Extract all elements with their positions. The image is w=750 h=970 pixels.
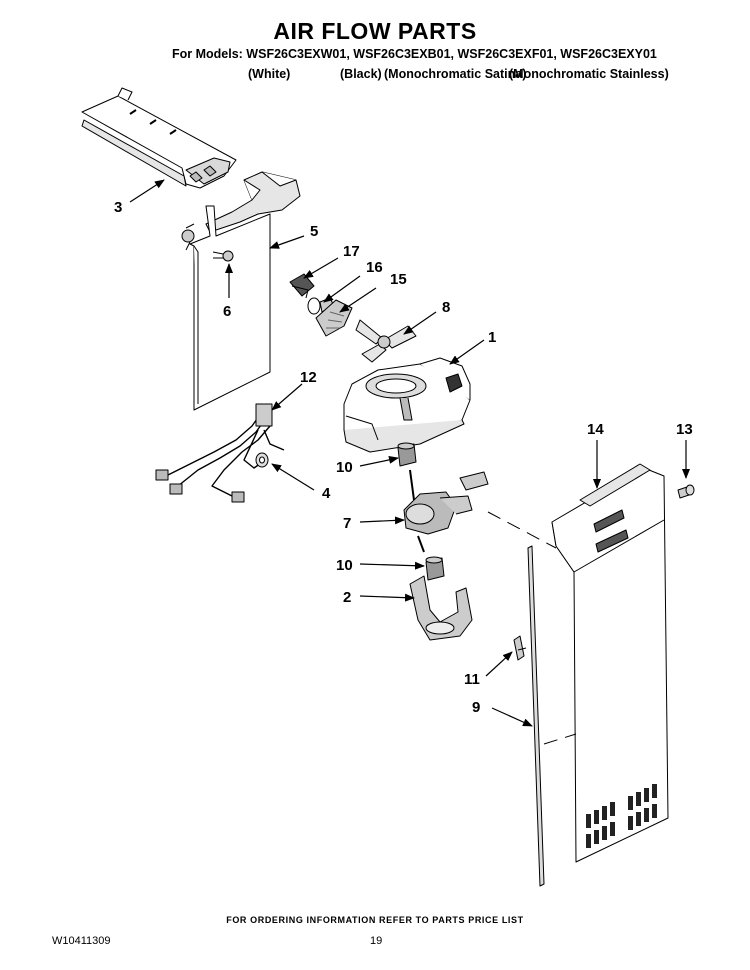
fan-blade-part: [355, 319, 417, 363]
variant-monochromatic-stainless: (Monochromatic Stainless): [509, 67, 669, 81]
grommet-part: [255, 452, 269, 468]
air-tower-panel-part: [551, 463, 669, 863]
callout-9: 9: [472, 699, 480, 716]
motor-grommet-lower-part: [425, 556, 445, 581]
gasket-strip-part: [527, 545, 545, 887]
motor-grommet-upper-part: [397, 442, 417, 467]
alignment-guides: [487, 511, 577, 745]
callout-7: 7: [343, 515, 351, 532]
page-number: 19: [370, 935, 383, 947]
callout-8: 8: [442, 299, 450, 316]
variant-white: (White): [248, 67, 291, 81]
models-line: For Models: WSF26C3EXW01, WSF26C3EXB01, …: [172, 47, 657, 61]
callout-5: 5: [310, 223, 318, 240]
callout-16: 16: [366, 259, 383, 276]
ordering-note: FOR ORDERING INFORMATION REFER TO PARTS …: [226, 915, 524, 925]
wire-harness-part: [155, 403, 285, 503]
callout-10-upper: 10: [336, 459, 353, 476]
callout-14: 14: [587, 421, 604, 438]
variant-black: (Black): [340, 67, 382, 81]
fan-housing-part: [343, 357, 471, 453]
screw-6-part: [181, 223, 234, 262]
variant-monochromatic-satina: (Monochromatic Satina): [384, 67, 527, 81]
callout-11: 11: [464, 671, 480, 688]
callout-2: 2: [343, 589, 351, 606]
air-duct-part: [189, 171, 301, 411]
air-tower-cover-part: [81, 87, 237, 189]
page-title: AIR FLOW PARTS: [273, 18, 477, 44]
callout-12: 12: [300, 369, 317, 386]
callout-15: 15: [390, 271, 407, 288]
leader-arrows: [129, 179, 690, 727]
fan-motor-part: [403, 469, 489, 553]
screw-13-part: [677, 484, 695, 499]
callout-6: 6: [223, 303, 231, 320]
callout-4: 4: [322, 485, 331, 502]
callout-17: 17: [343, 243, 360, 260]
document-number: W10411309: [52, 935, 111, 947]
callout-3: 3: [114, 199, 122, 216]
lamp-socket-part: [289, 273, 315, 299]
motor-bracket-part: [409, 575, 473, 641]
callout-1: 1: [488, 329, 496, 346]
clip-part: [513, 635, 527, 661]
callout-13: 13: [676, 421, 693, 438]
callout-10-lower: 10: [336, 557, 353, 574]
